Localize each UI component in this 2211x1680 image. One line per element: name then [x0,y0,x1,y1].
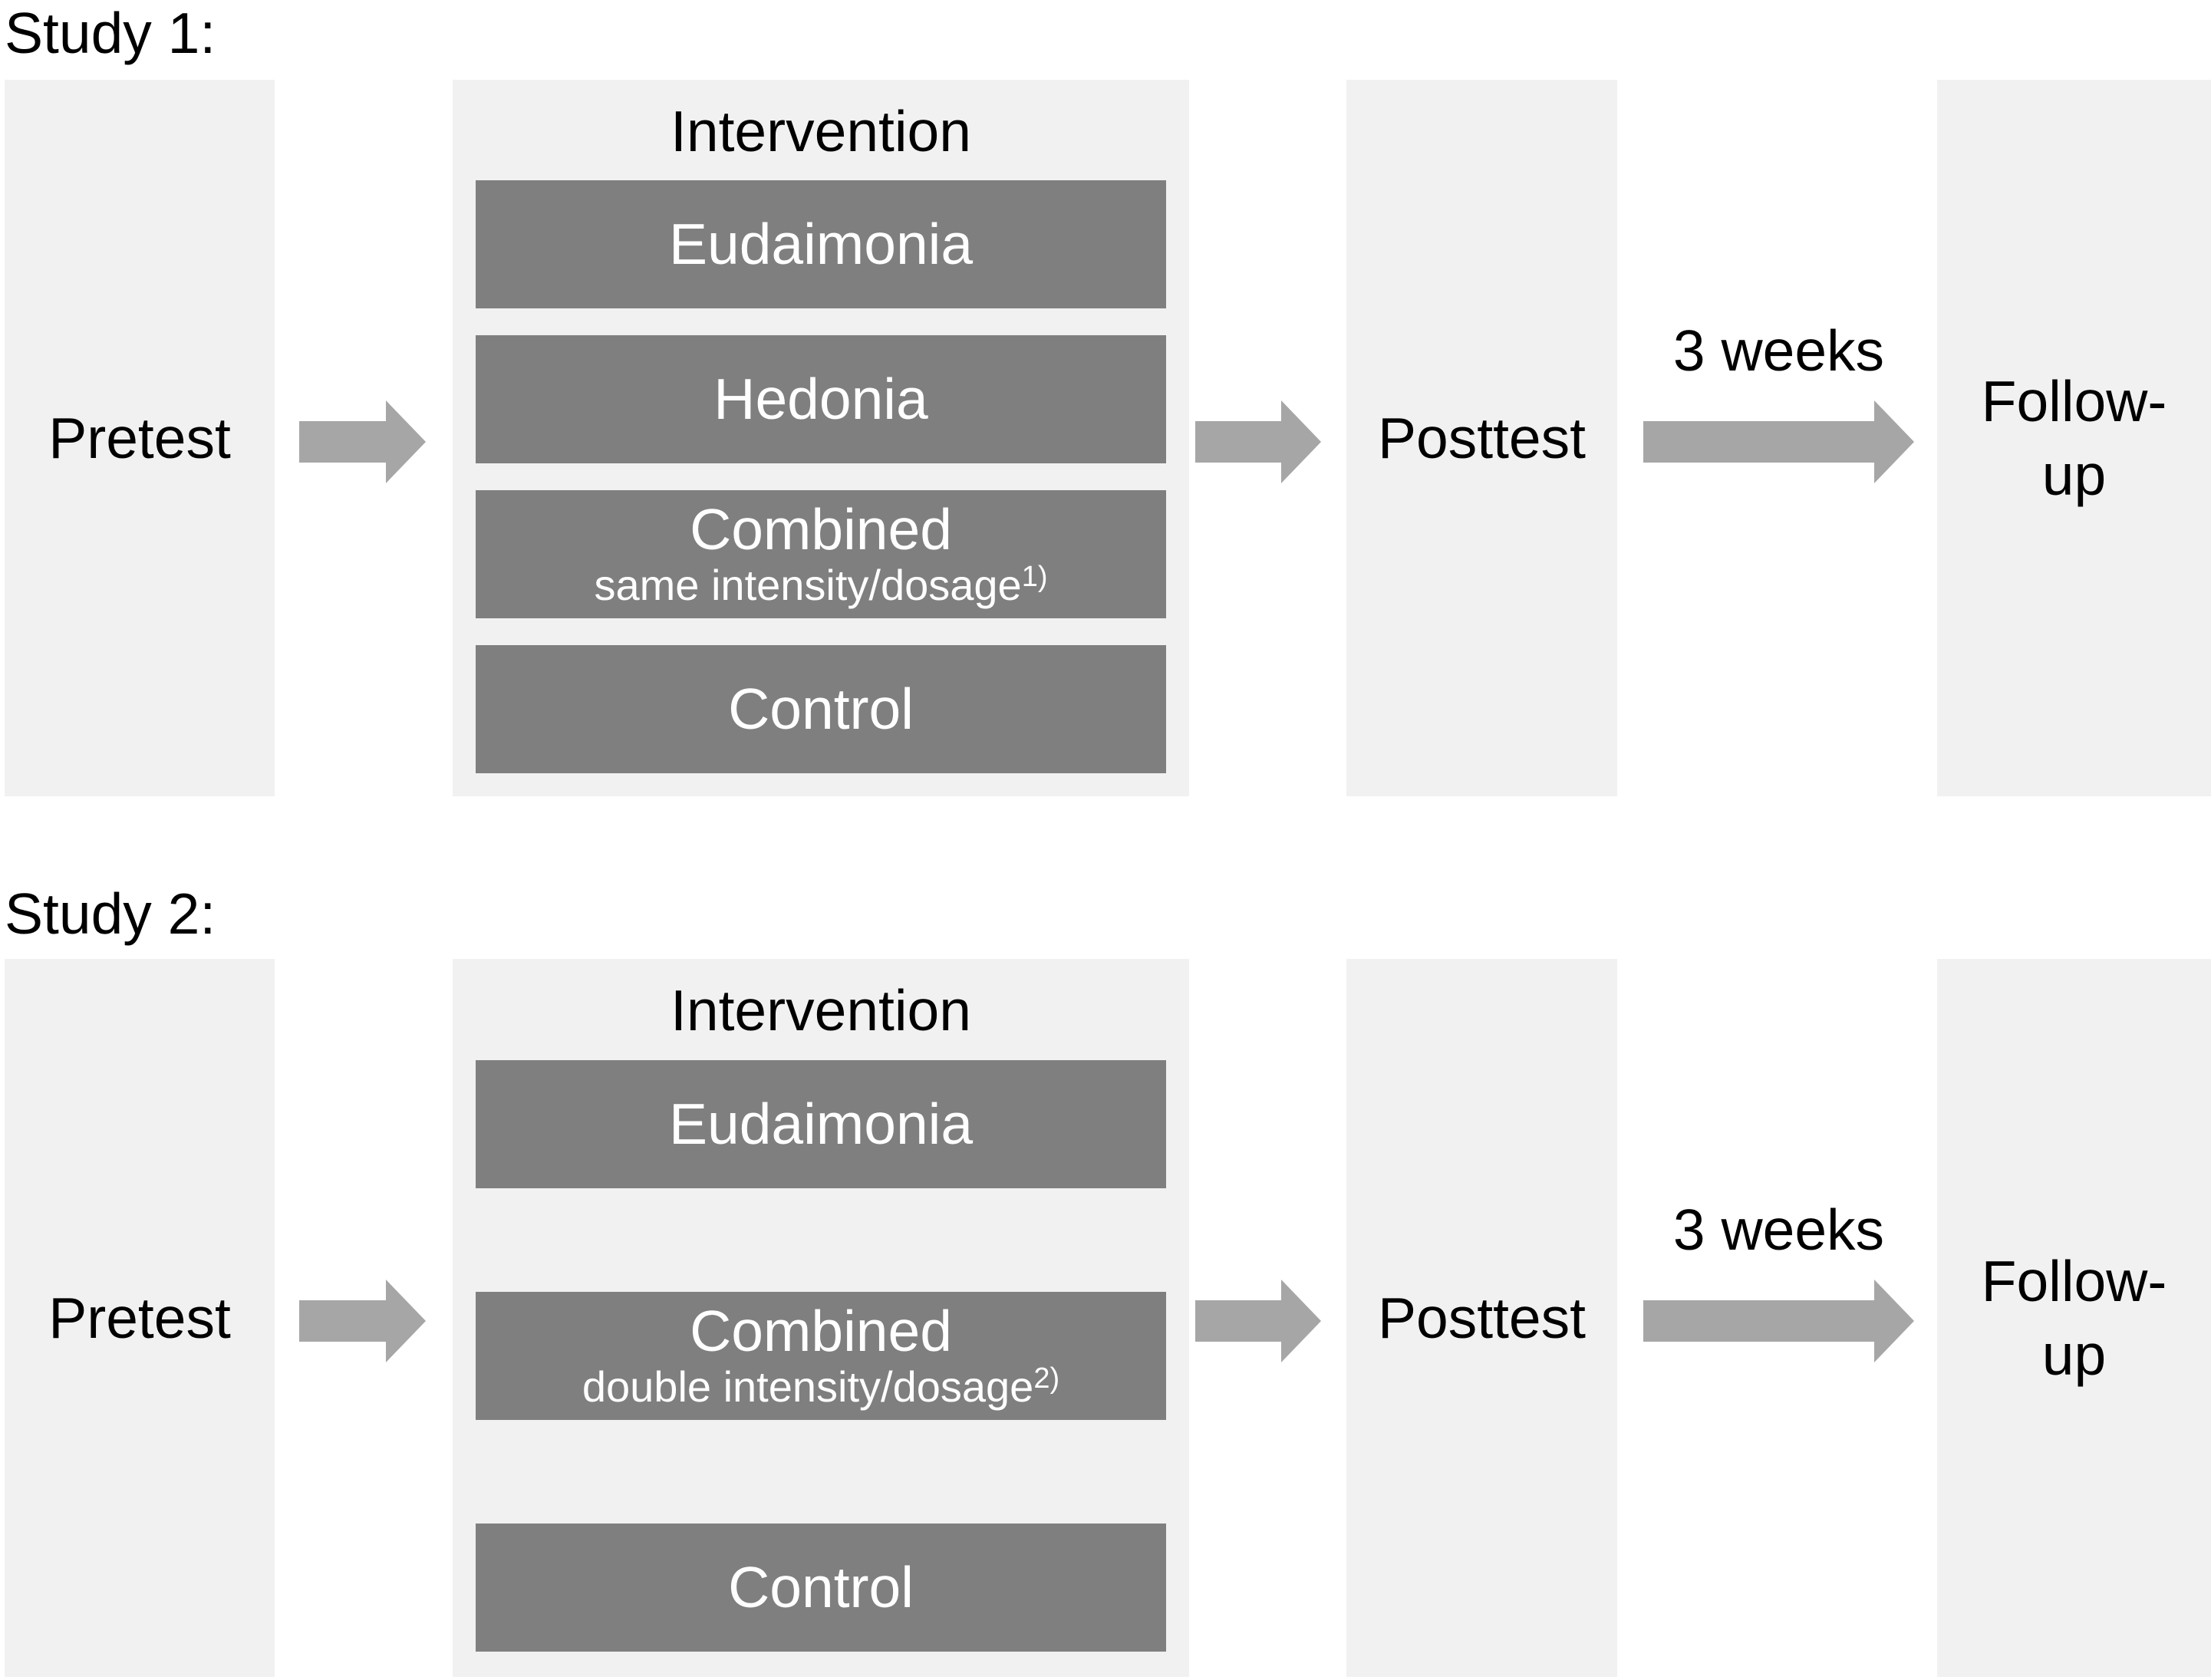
footnote-marker: 2) [1033,1362,1060,1395]
study1-followup-panel: Follow- up [1937,80,2211,796]
study2-arm-control: Control [476,1524,1166,1652]
arm-label: Control [728,677,914,742]
study1-intervention-title: Intervention [671,99,971,163]
study2-posttest-label: Posttest [1378,1286,1586,1350]
arrow-body [299,1300,386,1342]
study1-arrow-pretest-to-intervention [299,400,426,483]
study2-followup-label: Follow- up [1937,959,2211,1677]
study2-interval-label: 3 weeks [1672,1197,1885,1262]
arrow-body [1195,421,1281,463]
study2-arm-combined: Combined double intensity/dosage2) [476,1292,1166,1420]
arrow-head [1281,400,1321,483]
arrow-head [1874,400,1914,483]
study2-followup-panel: Follow- up [1937,959,2211,1677]
arm-label: Hedonia [713,367,928,432]
study1-pretest-label: Pretest [48,406,231,470]
study1-arm-control: Control [476,645,1166,773]
arm-sublabel: double intensity/dosage2) [582,1363,1059,1411]
arm-sublabel-text: double intensity/dosage [582,1362,1034,1412]
study2-pretest-label: Pretest [48,1286,231,1350]
study1-followup-label: Follow- up [1937,80,2211,796]
study2-arrow-pretest-to-intervention [299,1280,426,1362]
study1-arrow-intervention-to-posttest [1195,400,1321,483]
study1-arm-eudaimonia: Eudaimonia [476,180,1166,308]
study1-intervention-panel: Intervention Eudaimonia Hedonia Combined… [453,80,1189,796]
study2-arrow-intervention-to-posttest [1195,1280,1321,1362]
study1-pretest-panel: Pretest [5,80,275,796]
study2-heading: Study 2: [5,881,216,946]
arm-sublabel-text: same intensity/dosage [594,561,1022,610]
arrow-body [299,421,386,463]
study1-arm-hedonia: Hedonia [476,335,1166,463]
arrow-body [1643,1300,1874,1342]
study1-posttest-panel: Posttest [1346,80,1617,796]
arm-label: Combined [690,497,952,562]
study1-arm-combined: Combined same intensity/dosage1) [476,490,1166,618]
study2-pretest-panel: Pretest [5,959,275,1677]
arrow-body [1643,421,1874,463]
study1-interval-label: 3 weeks [1672,318,1885,383]
followup-line2: up [2041,443,2107,507]
followup-line1: Follow- [1981,1249,2167,1313]
arrow-body [1195,1300,1281,1342]
study2-intervention-title: Intervention [671,978,971,1043]
arm-label: Control [728,1555,914,1620]
study2-arm-eudaimonia: Eudaimonia [476,1060,1166,1188]
arrow-head [386,400,426,483]
study1-posttest-label: Posttest [1378,406,1586,470]
arm-sublabel: same intensity/dosage1) [594,562,1047,609]
study2-posttest-panel: Posttest [1346,959,1617,1677]
arrow-head [1281,1280,1321,1362]
footnote-marker: 1) [1021,561,1048,594]
study1-arrow-posttest-to-followup [1643,400,1914,483]
study1-heading: Study 1: [5,1,216,65]
followup-line2: up [2041,1323,2107,1387]
study2-intervention-panel: Intervention Eudaimonia Combined double … [453,959,1189,1677]
study2-arrow-posttest-to-followup [1643,1280,1914,1362]
arrow-head [1874,1280,1914,1362]
arrow-head [386,1280,426,1362]
arm-label: Combined [690,1299,952,1364]
followup-line1: Follow- [1981,369,2167,433]
arm-label: Eudaimonia [668,212,974,277]
arm-label: Eudaimonia [668,1092,974,1157]
